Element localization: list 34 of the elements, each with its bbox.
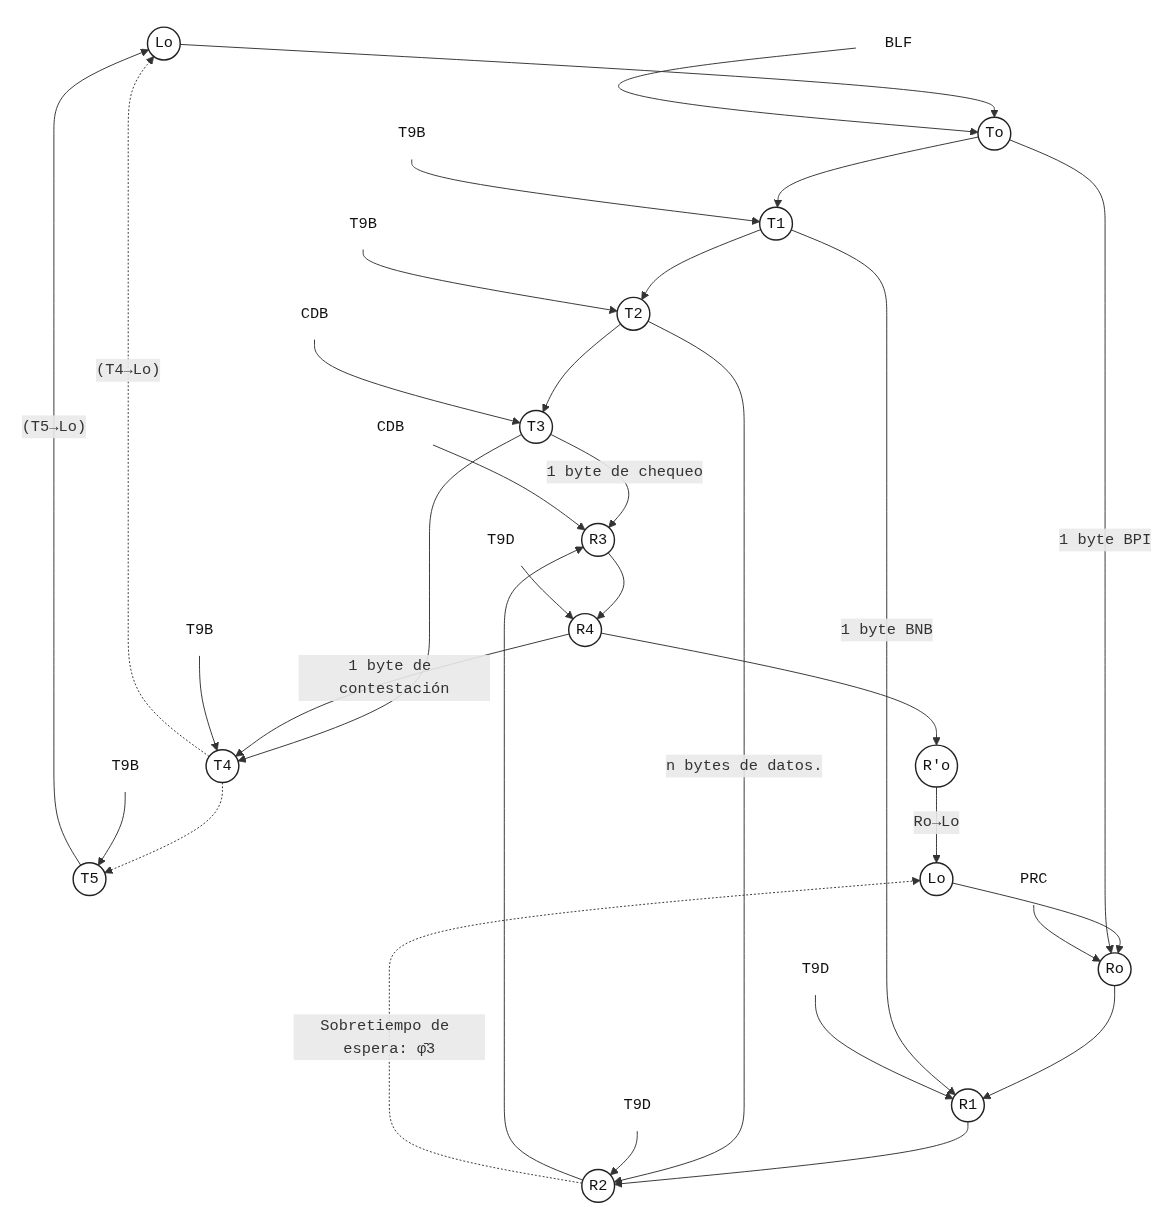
edge-label: 1 byte BPI <box>1059 530 1152 549</box>
edge-label: 1 byte de chequeo <box>546 462 703 481</box>
node-text: CDB <box>376 417 405 435</box>
node-circle: To <box>977 116 1012 151</box>
node-text: T9D <box>623 1096 652 1114</box>
node-text: T9B <box>185 620 214 639</box>
edge-label: 1 byte de contestación <box>339 657 450 698</box>
node-circle: T1 <box>759 206 794 241</box>
node-circle: Lo <box>146 25 182 61</box>
edge-label: (T4→Lo) <box>96 361 161 379</box>
node-text: T9B <box>398 124 426 142</box>
node-text: T9D <box>487 530 515 549</box>
node-text: T9D <box>801 960 830 978</box>
node-text: T9B <box>349 214 378 232</box>
node-circle: Lo <box>919 861 954 896</box>
node-circle: R4 <box>568 612 603 647</box>
node-circle: T2 <box>616 296 651 331</box>
node-circle: T3 <box>519 409 554 444</box>
node-circle: T5 <box>72 861 107 896</box>
edge-label: n bytes de datos. <box>666 756 823 775</box>
edge-label: 1 byte BNB <box>840 620 933 639</box>
edge-label: (T5→Lo) <box>21 417 87 435</box>
node-circle: Ro <box>1097 951 1132 986</box>
node-text: BLF <box>884 34 913 52</box>
node-circle: R3 <box>581 522 616 557</box>
node-text: T9B <box>111 756 140 775</box>
node-circle: R1 <box>950 1087 986 1122</box>
node-text: CDB <box>300 304 329 322</box>
edge-label: Sobretiempo de espera: φ̄3 <box>320 1016 450 1057</box>
node-circle: R'o <box>914 743 959 788</box>
node-circle: T4 <box>205 748 240 783</box>
node-circle: R2 <box>581 1168 616 1203</box>
node-text: PRC <box>1020 870 1048 888</box>
edge-label: Ro→Lo <box>913 813 960 831</box>
